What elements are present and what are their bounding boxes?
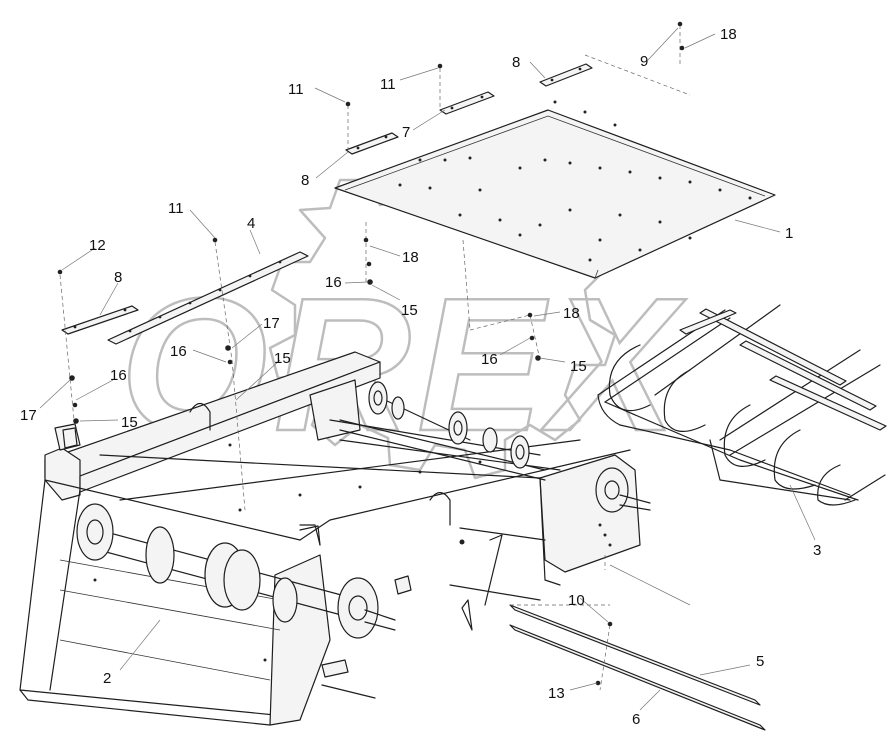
callout-16-c: 16: [110, 367, 127, 384]
strip-part-7: [439, 91, 495, 115]
loose-parts: [62, 427, 503, 699]
callout-11-b: 11: [380, 76, 396, 93]
sprocket-2: [448, 411, 468, 445]
callout-10: 10: [568, 592, 585, 609]
leader-lines: [39, 27, 816, 711]
callout-18-a: 18: [720, 26, 737, 43]
callout-11-c: 11: [168, 200, 184, 217]
strip-part-8-top-right: [539, 63, 593, 87]
callout-4: 4: [247, 215, 255, 232]
sprocket-1: [368, 381, 388, 415]
callout-15-c: 15: [121, 414, 138, 431]
callout-8-top: 8: [512, 54, 520, 71]
top-deck-plate: [334, 100, 776, 279]
callout-15-b: 15: [274, 350, 291, 367]
callout-5: 5: [756, 653, 764, 670]
callout-2: 2: [103, 670, 111, 687]
chain-conveyor-part-3: [597, 304, 887, 506]
strip-part-8-left: [61, 305, 139, 335]
callout-7: 7: [402, 124, 410, 141]
callout-12: 12: [89, 237, 106, 254]
callout-3: 3: [813, 542, 821, 559]
callout-1: 1: [785, 225, 793, 242]
callout-16-d: 16: [481, 351, 498, 368]
fasteners: [57, 21, 685, 686]
callout-9: 9: [640, 53, 648, 70]
callouts: 1 2 3 4 5 6 7 8 8 8 9 10 11 11 11 12 13 …: [20, 26, 821, 728]
fastener-axes: [59, 25, 691, 691]
long-strip-part-4: [107, 251, 309, 345]
long-blades: [509, 604, 766, 731]
drum-roller: [76, 503, 396, 639]
callout-17-b: 17: [20, 407, 37, 424]
callout-11-a: 11: [288, 81, 304, 98]
drive-shaft-assembly: [309, 379, 561, 481]
callout-18-c: 18: [563, 305, 580, 322]
sprocket-3: [510, 435, 530, 469]
right-hub-flange: [449, 467, 651, 601]
callout-17-a: 17: [263, 315, 280, 332]
callout-8-left: 8: [114, 269, 122, 286]
strip-part-8-mid: [345, 132, 399, 155]
callout-18-b: 18: [402, 249, 419, 266]
callout-13: 13: [548, 685, 565, 702]
callout-8-mid: 8: [301, 172, 309, 189]
callout-16-b: 16: [170, 343, 187, 360]
callout-15-a: 15: [401, 302, 418, 319]
callout-6: 6: [632, 711, 640, 728]
callout-16-a: 16: [325, 274, 342, 291]
callout-15-d: 15: [570, 358, 587, 375]
